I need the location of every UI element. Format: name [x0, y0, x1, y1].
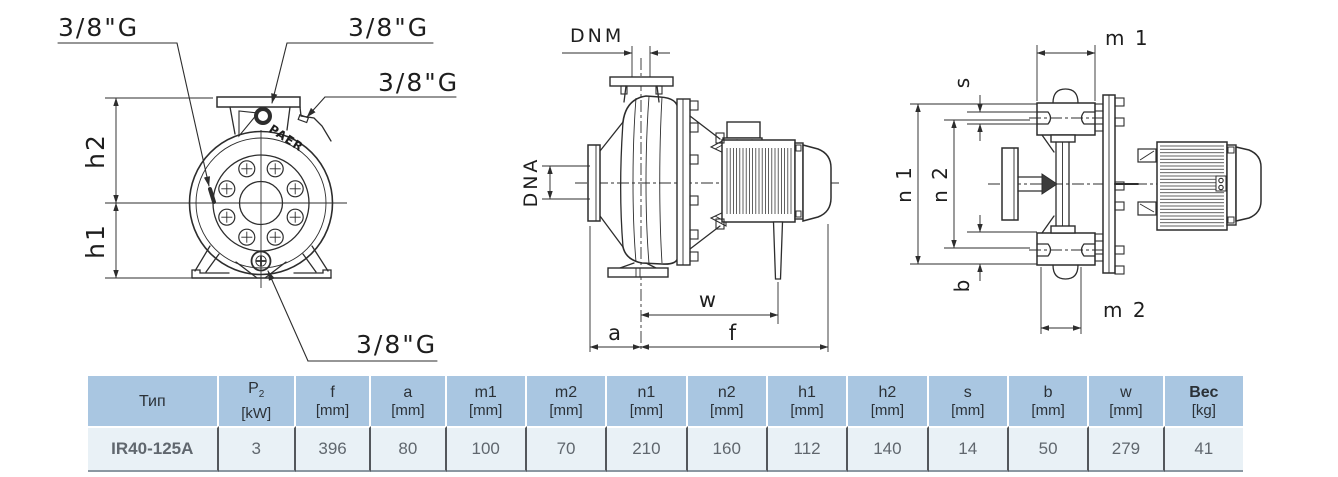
dim-label-h1: h1 — [81, 223, 110, 259]
col-header-w: w[mm] — [1089, 376, 1165, 426]
suction-flange-side — [587, 144, 601, 222]
dim-label-s: s — [950, 76, 974, 88]
cell-m2: 70 — [526, 426, 608, 472]
col-header-h1: h1[mm] — [767, 376, 849, 426]
col-header-f: f[mm] — [295, 376, 372, 426]
col-header-m1: m1[mm] — [446, 376, 527, 426]
vent-plug-top — [254, 107, 272, 125]
dim-label-dnm: DNM — [570, 25, 624, 47]
col-header-a: a[mm] — [371, 376, 447, 426]
col-header-n1: n1[mm] — [607, 376, 688, 426]
cell-n1: 210 — [607, 426, 688, 472]
foot-plate-bottom — [1036, 232, 1096, 266]
cell-h2: 140 — [848, 426, 929, 472]
col-header-b: b[mm] — [1008, 376, 1090, 426]
cell-weight: 41 — [1164, 426, 1243, 472]
cell-a: 80 — [371, 426, 447, 472]
port-label-bottom: 3/8"G — [356, 330, 437, 359]
dim-label-h2: h2 — [81, 133, 110, 169]
col-header-s: s[mm] — [928, 376, 1009, 426]
dim-label-n2: n 2 — [928, 165, 952, 203]
dimension-table: Тип P2[kW] f[mm] a[mm] m1[mm] m2[mm] n1[… — [88, 376, 1243, 472]
port-label-top-left: 3/8"G — [58, 13, 139, 42]
cell-b: 50 — [1008, 426, 1090, 472]
data-row: IR40-125A 3 396 80 100 70 210 160 112 14… — [88, 426, 1243, 472]
col-header-type: Тип — [88, 376, 219, 426]
dim-label-m1: m 1 — [1105, 26, 1150, 50]
discharge-flange-front — [216, 96, 301, 108]
suction-flange-plan — [1001, 147, 1019, 221]
side-view-drawing: DNM — [520, 25, 842, 352]
motor-body — [721, 139, 796, 223]
cell-model: IR40-125A — [88, 426, 219, 472]
dim-label-m2: m 2 — [1103, 298, 1148, 322]
cell-m1: 100 — [446, 426, 527, 472]
cell-h1: 112 — [767, 426, 849, 472]
suction-bore — [238, 180, 284, 226]
dim-label-n1: n 1 — [892, 165, 916, 203]
dim-label-w: w — [699, 288, 717, 312]
cell-n2: 160 — [687, 426, 768, 472]
cell-w: 279 — [1089, 426, 1165, 472]
foot-plate-top — [1036, 102, 1096, 136]
top-view-drawing: m 1 m 2 s n 1 n 2 b — [892, 26, 1262, 334]
drain-plug-bottom — [250, 250, 272, 272]
cell-s: 14 — [928, 426, 1009, 472]
cell-p2: 3 — [218, 426, 296, 472]
terminal-box — [726, 121, 761, 139]
col-header-m2: m2[mm] — [526, 376, 608, 426]
port-label-right: 3/8"G — [378, 68, 459, 97]
header-row: Тип P2[kW] f[mm] a[mm] m1[mm] m2[mm] n1[… — [88, 376, 1243, 426]
col-header-p2: P2[kW] — [218, 376, 296, 426]
dim-label-f: f — [729, 321, 737, 345]
dim-label-b: b — [950, 278, 974, 293]
front-view-drawing: h2 h1 PAER — [57, 13, 459, 362]
support-leg — [772, 221, 784, 280]
col-header-weight: Вес[kg] — [1164, 376, 1243, 426]
motor-end-cap — [802, 144, 832, 222]
volute-outer — [188, 130, 334, 276]
col-header-h2: h2[mm] — [848, 376, 929, 426]
gauge-plug-left — [208, 187, 216, 204]
port-label-top-right: 3/8"G — [348, 13, 429, 42]
dim-label-dna: DNA — [520, 157, 542, 208]
col-header-n2: n2[mm] — [687, 376, 768, 426]
brand-logo: PAER — [266, 122, 306, 155]
cell-f: 396 — [295, 426, 372, 472]
dim-label-a: a — [608, 321, 622, 345]
